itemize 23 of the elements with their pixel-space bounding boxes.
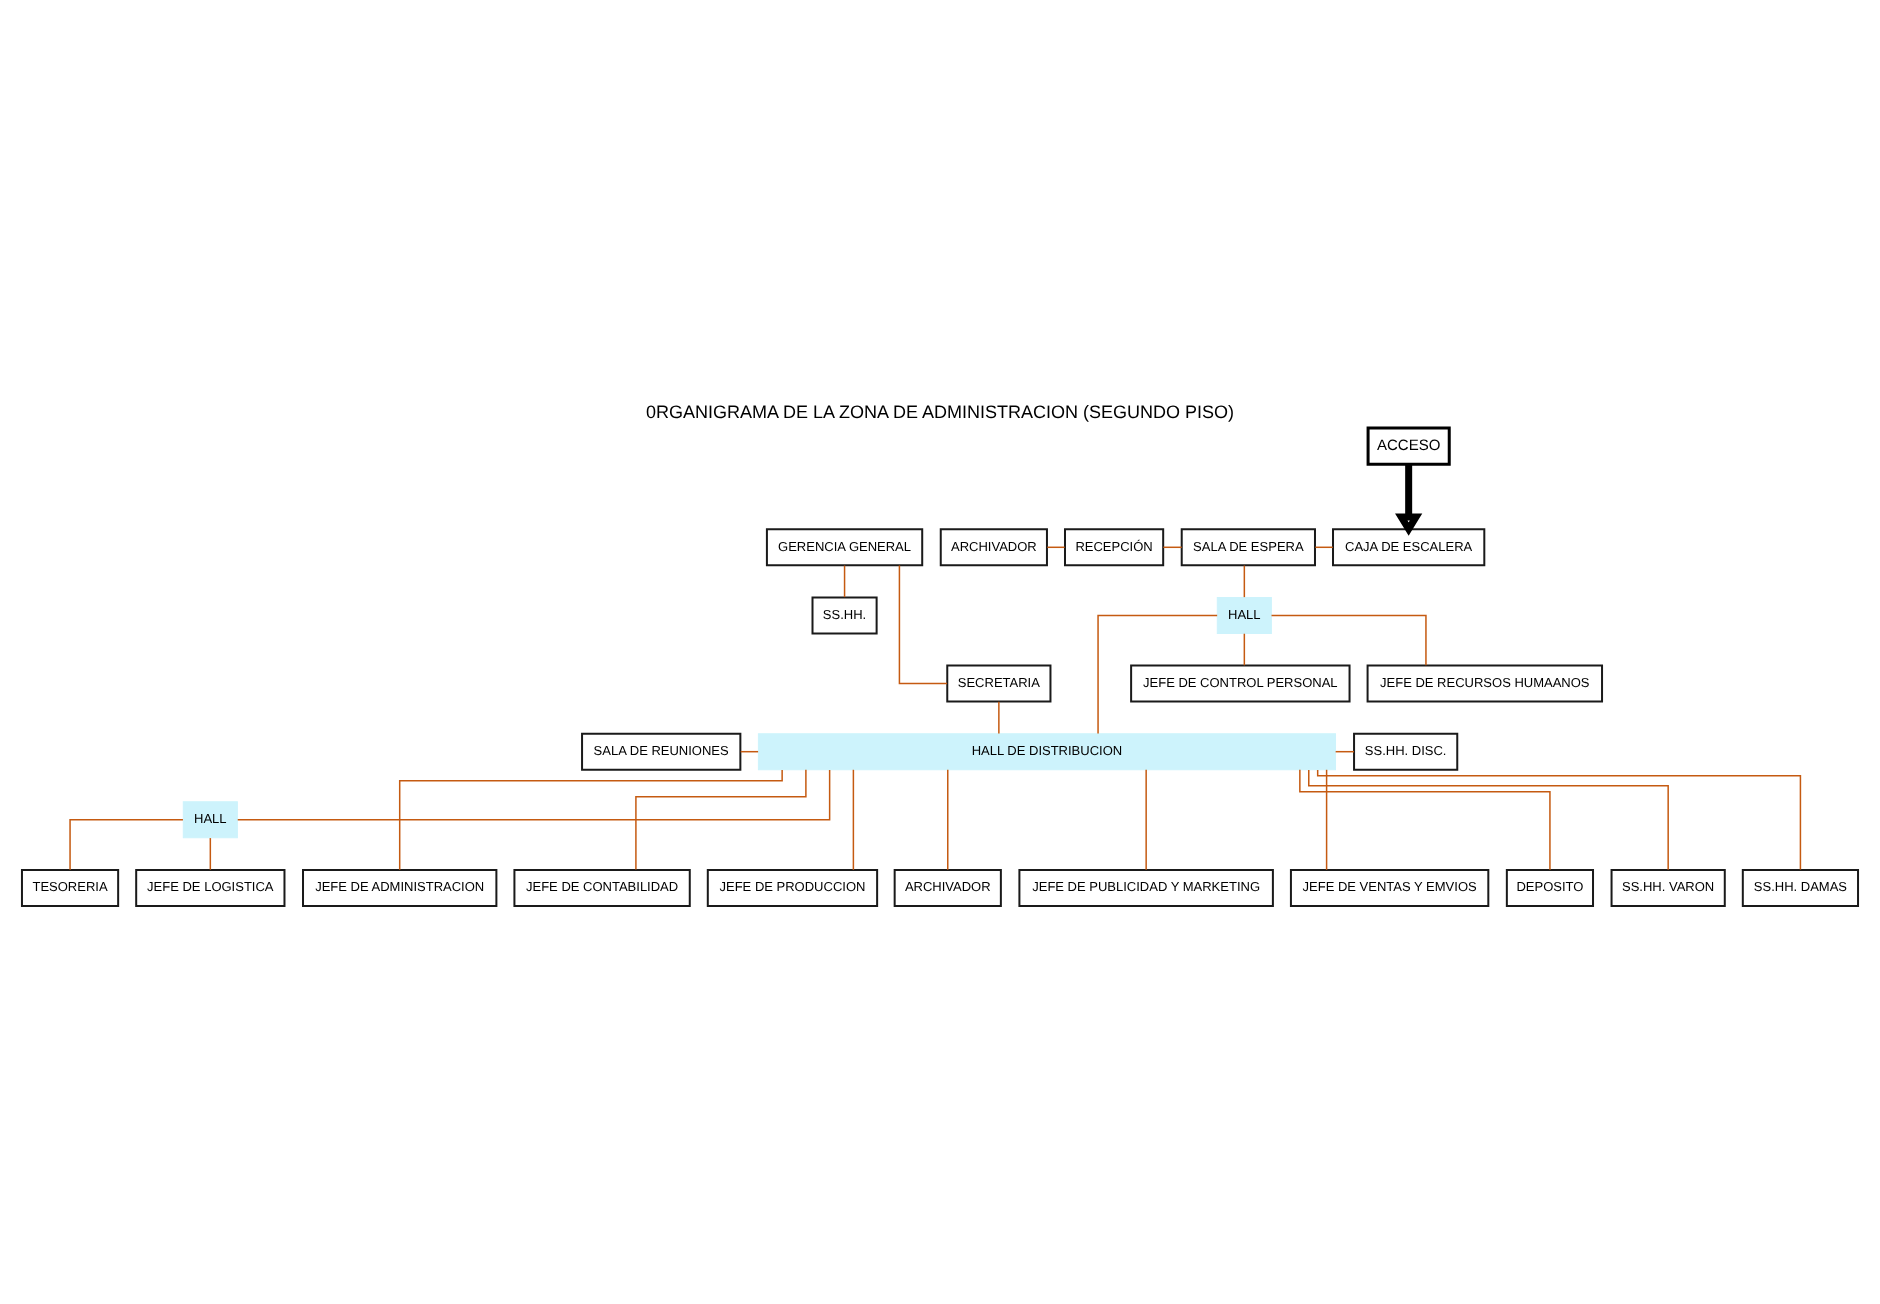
connector: [69, 818, 184, 870]
connector: [947, 768, 949, 870]
connector: [398, 768, 783, 870]
connector: [852, 768, 855, 870]
connector: [1162, 545, 1183, 548]
connector: [1097, 613, 1218, 734]
arrow: [1395, 463, 1423, 535]
connector: [1145, 768, 1147, 870]
connector: [1243, 632, 1246, 666]
connector: [635, 768, 807, 870]
connector: [898, 563, 948, 684]
connector: [1243, 563, 1246, 597]
connector: [1270, 613, 1427, 666]
connector: [209, 836, 212, 870]
connector: [998, 700, 1000, 734]
connector: [1299, 768, 1551, 870]
connector: [237, 768, 831, 820]
connector: [1308, 768, 1669, 870]
diagram-title: 0RGANIGRAMA DE LA ZONA DE ADMINISTRACION (SEGUNDO PISO): [645, 401, 1235, 422]
connector: [1316, 768, 1802, 870]
connector: [1325, 768, 1328, 870]
connector: [843, 563, 846, 597]
connector: [1334, 749, 1355, 752]
